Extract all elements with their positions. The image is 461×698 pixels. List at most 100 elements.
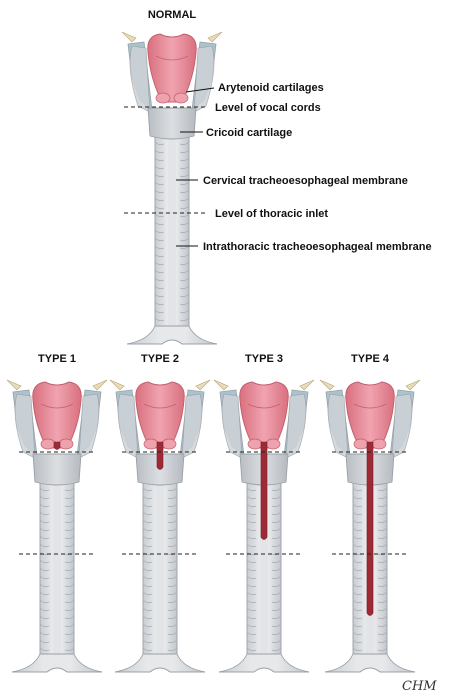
laryngeal-cleft	[260, 441, 268, 540]
tracheal-ring-left	[246, 559, 257, 564]
tracheal-ring-left	[39, 511, 50, 516]
tracheal-ring-left	[352, 599, 363, 604]
thyroid-plate-right	[78, 393, 100, 459]
tracheal-ring-right	[64, 575, 75, 580]
tracheal-ring-right	[271, 567, 282, 572]
epiglottis	[32, 381, 82, 449]
tracheal-ring-left	[154, 253, 165, 258]
tracheal-ring-right	[271, 511, 282, 516]
tracheal-ring-right	[179, 197, 190, 202]
airway	[213, 379, 315, 673]
tracheal-ring-right	[271, 607, 282, 612]
tracheal-ring-right	[377, 575, 388, 580]
tracheal-ring-right	[377, 591, 388, 596]
tracheal-ring-left	[142, 647, 153, 652]
tracheoesophageal-membrane	[168, 136, 176, 328]
cricoid-cartilage	[32, 453, 82, 486]
tracheal-ring-right	[179, 285, 190, 290]
tracheal-ring-right	[179, 293, 190, 298]
tracheal-ring-right	[167, 543, 178, 548]
tracheal-ring-left	[154, 285, 165, 290]
tracheal-ring-right	[271, 503, 282, 508]
tracheal-ring-right	[179, 221, 190, 226]
tracheal-ring-left	[142, 511, 153, 516]
tracheal-ring-right	[377, 543, 388, 548]
superior-horn-right	[299, 379, 315, 391]
tracheal-ring-left	[352, 607, 363, 612]
tracheal-ring-left	[246, 503, 257, 508]
tracheal-ring-right	[64, 599, 75, 604]
arytenoid-right	[58, 438, 74, 450]
tracheal-ring-right	[377, 623, 388, 628]
superior-horn-left	[109, 379, 125, 391]
tracheal-ring-right	[167, 615, 178, 620]
arytenoid-right	[161, 438, 177, 450]
tracheal-ring-left	[142, 535, 153, 540]
tracheal-ring-right	[377, 503, 388, 508]
tracheal-ring-right	[179, 309, 190, 314]
epiglottis-fold	[143, 403, 177, 409]
tracheal-ring-right	[64, 591, 75, 596]
tracheal-ring-right	[167, 607, 178, 612]
tracheal-ring-right	[64, 639, 75, 644]
tracheal-ring-left	[246, 487, 257, 492]
tracheal-ring-right	[377, 519, 388, 524]
normal-larynx-figure: NORMAL Arytenoid cartilages Level of voc…	[121, 9, 432, 345]
tracheal-ring-left	[39, 575, 50, 580]
normal-airway-illustration	[121, 31, 223, 345]
tracheal-ring-left	[142, 599, 153, 604]
cervical-membrane-label: Cervical tracheoesophageal membrane	[203, 175, 408, 187]
tracheal-ring-right	[64, 503, 75, 508]
tracheal-ring-left	[142, 631, 153, 636]
tracheal-ring-left	[246, 623, 257, 628]
superior-horn-right	[195, 379, 211, 391]
epiglottis-fold	[247, 403, 281, 409]
tracheal-ring-right	[64, 647, 75, 652]
tracheal-ring-left	[246, 567, 257, 572]
epiglottis-fold	[353, 403, 387, 409]
tracheal-ring-left	[142, 519, 153, 524]
tracheal-ring-left	[246, 527, 257, 532]
tracheal-ring-right	[179, 181, 190, 186]
tracheal-ring-left	[154, 205, 165, 210]
tracheal-ring-right	[271, 647, 282, 652]
epiglottis	[135, 381, 185, 449]
cricoid-cartilage	[147, 107, 197, 140]
tracheal-ring-right	[271, 639, 282, 644]
tracheal-ring-right	[179, 213, 190, 218]
tracheal-ring-left	[352, 615, 363, 620]
tracheal-ring-right	[179, 253, 190, 258]
tracheal-ring-left	[352, 543, 363, 548]
tracheoesophageal-membrane	[260, 482, 268, 656]
tracheal-ring-left	[142, 559, 153, 564]
tracheal-ring-left	[246, 543, 257, 548]
tracheal-ring-left	[39, 495, 50, 500]
tracheal-ring-left	[352, 631, 363, 636]
tracheal-ring-right	[167, 591, 178, 596]
carina	[114, 653, 206, 673]
tracheal-ring-left	[39, 535, 50, 540]
tracheal-ring-right	[167, 623, 178, 628]
tracheal-ring-left	[142, 543, 153, 548]
tracheal-ring-right	[167, 487, 178, 492]
tracheal-ring-left	[352, 583, 363, 588]
tracheal-ring-right	[64, 535, 75, 540]
tracheal-ring-right	[64, 583, 75, 588]
thyroid-plate-left	[221, 393, 243, 459]
epiglottis-fold	[40, 403, 74, 409]
tracheal-ring-left	[142, 503, 153, 508]
epiglottis	[239, 381, 289, 449]
tracheal-ring-left	[246, 647, 257, 652]
laryngeal-cleft	[366, 441, 374, 616]
tracheal-ring-right	[179, 269, 190, 274]
carina	[324, 653, 416, 673]
tracheal-ring-left	[352, 559, 363, 564]
tracheal-ring-left	[154, 301, 165, 306]
tracheal-ring-right	[167, 583, 178, 588]
tracheal-ring-left	[154, 309, 165, 314]
tracheal-ring-left	[352, 487, 363, 492]
tracheal-ring-left	[352, 567, 363, 572]
tracheal-ring-left	[154, 149, 165, 154]
artist-signature: CHM	[402, 679, 437, 694]
tracheal-ring-right	[377, 559, 388, 564]
